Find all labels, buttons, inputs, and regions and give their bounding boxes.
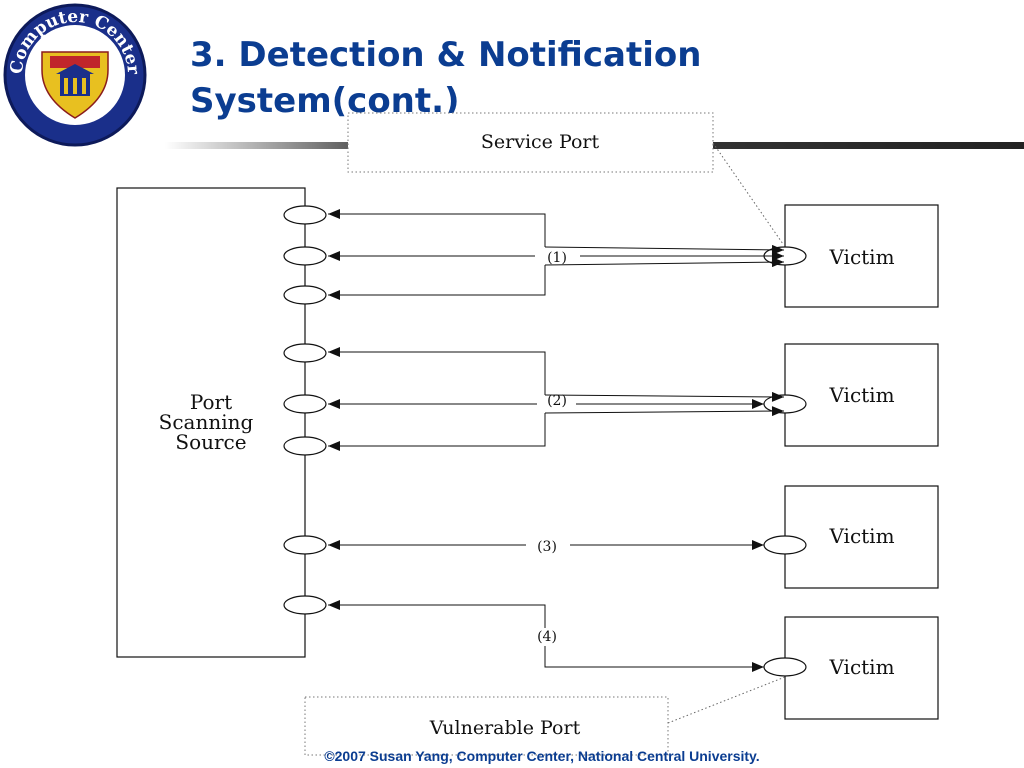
source-port-1 bbox=[283, 205, 327, 225]
scan-label-2: (2) bbox=[547, 393, 567, 409]
source-port-4 bbox=[283, 343, 327, 363]
source-port-7 bbox=[283, 535, 327, 555]
victim-label-2: Victim bbox=[828, 383, 894, 407]
vulnerable-port-callout: Vulnerable Port bbox=[304, 676, 786, 756]
source-port-6 bbox=[283, 436, 327, 456]
source-port-8 bbox=[283, 595, 327, 615]
slide-footer: ©2007 Susan Yang, Computer Center, Natio… bbox=[324, 748, 760, 764]
scan-label-3: (3) bbox=[537, 539, 557, 555]
service-port-label: Service Port bbox=[481, 131, 600, 153]
victim-label-3: Victim bbox=[828, 524, 894, 548]
scan-label-4: (4) bbox=[537, 629, 557, 645]
scan-path-2 bbox=[328, 347, 785, 451]
source-label-line3: Source bbox=[175, 430, 246, 454]
victim-box-1 bbox=[784, 204, 939, 308]
vulnerable-port-label: Vulnerable Port bbox=[429, 717, 581, 739]
computer-center-logo: Computer Center www.cc.ncu.edu.tw bbox=[3, 3, 147, 147]
source-label-line1: Port bbox=[190, 390, 232, 414]
slide-title-line1: 3. Detection & Notification bbox=[190, 35, 702, 75]
source-port-5 bbox=[283, 394, 327, 414]
scan-path-1 bbox=[328, 209, 785, 300]
victim-box-2 bbox=[784, 343, 939, 447]
victim-port-3 bbox=[763, 535, 807, 555]
scan-label-1: (1) bbox=[547, 250, 567, 266]
victim-ports bbox=[763, 246, 807, 677]
victim-label-4: Victim bbox=[828, 655, 894, 679]
victim-box-4 bbox=[784, 616, 939, 720]
service-port-callout: Service Port bbox=[347, 112, 784, 245]
slide-title: 3. Detection & Notification System(cont.… bbox=[190, 32, 701, 124]
scanning-source-box: Port Scanning Source bbox=[116, 187, 306, 658]
victim-port-2 bbox=[763, 394, 807, 414]
victim-label-1: Victim bbox=[828, 245, 894, 269]
source-label-line2: Scanning bbox=[159, 410, 254, 434]
source-ports bbox=[283, 205, 327, 615]
victim-port-4 bbox=[763, 657, 807, 677]
source-port-2 bbox=[283, 246, 327, 266]
source-port-3 bbox=[283, 285, 327, 305]
scan-path-4 bbox=[328, 600, 764, 672]
victim-box-3 bbox=[784, 485, 939, 589]
victim-boxes: Victim Victim Victim Victim bbox=[784, 204, 939, 720]
